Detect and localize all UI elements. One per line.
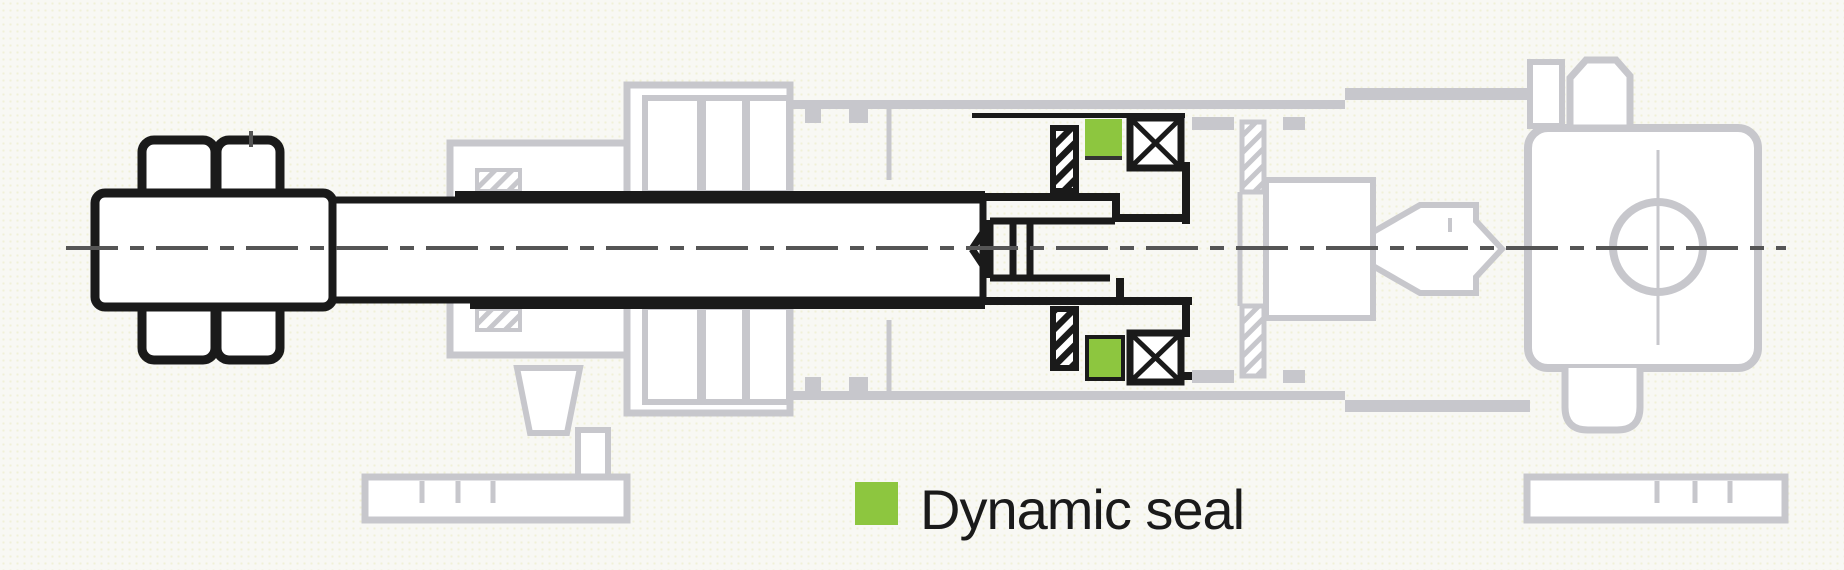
dynamic-seal-marker-bottom	[1085, 335, 1125, 381]
gland-detail	[700, 304, 748, 405]
tube-bottom-line	[787, 391, 1345, 400]
foot-slot-lines	[1654, 481, 1733, 503]
seal-housing-hatch-bottom	[1050, 306, 1079, 371]
mounting-foot-left	[361, 473, 631, 524]
tube-top-step	[1345, 88, 1530, 100]
gland-detail	[642, 304, 703, 405]
bore-notch	[805, 377, 821, 391]
cap-port-plug	[1566, 56, 1634, 132]
bore-block	[1192, 370, 1234, 383]
legend-swatch	[855, 482, 898, 525]
dynamic-seal-marker-top	[1085, 119, 1122, 156]
legend: Dynamic seal	[855, 478, 1245, 541]
head-port-bottom	[513, 365, 584, 436]
bore-notch	[849, 377, 868, 391]
guide-ring-cross	[1128, 331, 1183, 384]
seal-seat-line	[1085, 156, 1122, 160]
bore-notch	[805, 109, 821, 123]
cap-port-detail	[1527, 59, 1565, 129]
piston-crown-line	[972, 113, 1185, 118]
gland-detail	[700, 95, 748, 196]
cushion-hatch-top	[1239, 119, 1267, 195]
piston-corner-mark	[1183, 372, 1192, 380]
cushion-hatch-bottom	[1239, 303, 1267, 379]
gland-detail	[642, 95, 703, 196]
piston-profile-bottom	[983, 278, 1192, 337]
rod-stem-and-nut	[990, 217, 1115, 282]
rod-wiper-hatch-bottom	[475, 307, 522, 332]
rod-wiper-hatch-top	[475, 168, 522, 193]
bore-block	[1192, 117, 1234, 130]
dynamic-seal-markers	[1085, 119, 1125, 381]
legend-label: Dynamic seal	[920, 478, 1244, 541]
rod-surface-bold-bottom	[470, 297, 985, 309]
foot-slot-lines	[419, 481, 496, 503]
bore-notch	[849, 109, 868, 123]
guide-ring-top	[1126, 114, 1185, 172]
seal-housing-hatch-top	[1050, 125, 1079, 194]
guide-ring-cross	[1128, 116, 1183, 170]
head-port-column	[575, 427, 611, 481]
bore-block	[1283, 370, 1305, 383]
gland-detail	[744, 304, 792, 405]
tube-bottom-step	[1345, 400, 1530, 412]
cap-port-bottom	[1561, 368, 1644, 434]
bore-block	[1283, 117, 1305, 130]
piston-profile-top	[983, 162, 1190, 224]
tube-top-line	[787, 100, 1345, 109]
guide-ring-bottom	[1126, 329, 1185, 386]
rod-surface-bold-top	[455, 191, 985, 203]
faded-cylinder-outline	[361, 56, 1789, 524]
gland-detail	[744, 95, 792, 196]
highlighted-rod-piston-assembly	[90, 113, 1192, 386]
